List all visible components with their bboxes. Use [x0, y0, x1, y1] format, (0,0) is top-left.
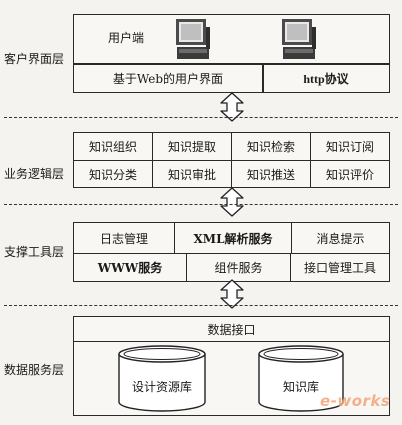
db-label-knowledge-base: 知识库: [282, 379, 319, 394]
support-cell: WWW服务: [97, 261, 163, 275]
db-label-design-resource: 设计资源库: [131, 379, 192, 394]
layer-label-business: 业务逻辑层: [4, 167, 65, 181]
up-down-arrow-icon: [220, 92, 244, 122]
support-cell: 消息提示: [316, 231, 365, 246]
business-cell: 知识推送: [246, 167, 295, 182]
data-interface-cell: 数据接口: [207, 322, 256, 337]
layer-divider: [4, 204, 398, 205]
support-layer-box: 日志管理 XML解析服务 消息提示 WWW服务 组件服务 接口管理工具: [73, 222, 390, 282]
up-down-arrow-icon: [220, 279, 244, 309]
web-ui-cell: 基于Web的用户界面: [112, 72, 224, 86]
layer-divider: [4, 117, 398, 118]
support-cell: XML解析服务: [193, 231, 273, 246]
business-layer-box: 知识组织 知识提取 知识检索 知识订阅 知识分类 知识审批 知识推送 知识评价: [73, 132, 390, 188]
layer-label-data: 数据服务层: [4, 363, 65, 377]
business-cell: 知识分类: [88, 167, 137, 182]
business-cell: 知识订阅: [325, 140, 374, 154]
support-cell: 接口管理工具: [303, 261, 376, 275]
support-cell: 日志管理: [99, 231, 148, 246]
database-cylinder-icon: [258, 345, 344, 412]
computer-icon: [282, 19, 316, 59]
client-layer-box: 用户端 基于Web的用户界面 http协议: [73, 14, 390, 93]
up-down-arrow-icon: [220, 187, 244, 217]
business-cell: 知识检索: [246, 140, 295, 154]
layer-divider: [4, 305, 398, 306]
database-cylinder-icon: [118, 345, 206, 412]
http-protocol-cell: http协议: [303, 72, 349, 86]
user-end-label: 用户端: [108, 31, 145, 45]
computer-icon: [176, 19, 210, 59]
support-cell: 组件服务: [214, 261, 263, 275]
business-cell: 知识评价: [325, 167, 374, 182]
data-layer-box: 数据接口 设计资源库 知识库: [73, 316, 390, 416]
layer-label-support: 支撑工具层: [4, 245, 65, 259]
business-cell: 知识组织: [88, 140, 137, 154]
watermark: e-works: [320, 392, 391, 410]
business-cell: 知识审批: [167, 167, 216, 182]
business-cell: 知识提取: [167, 140, 216, 154]
layer-label-client: 客户界面层: [4, 52, 65, 66]
